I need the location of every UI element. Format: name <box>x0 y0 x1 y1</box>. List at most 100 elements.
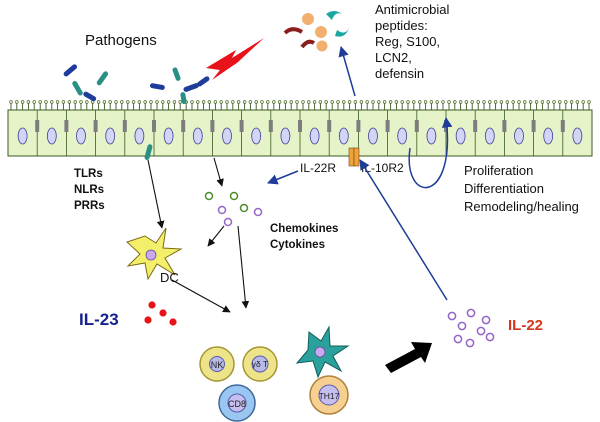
microvillus-tip <box>178 100 182 104</box>
microvillus-tip <box>394 100 399 104</box>
microvillus-tip <box>277 100 282 104</box>
cell-nucleus <box>17 127 28 145</box>
microvillus-tip <box>552 100 556 104</box>
microvillus-tip <box>412 100 416 104</box>
microvillus-tip <box>196 100 200 104</box>
microvillus-tip <box>15 100 19 104</box>
microvillus-tip <box>102 100 107 104</box>
microvillus-tip <box>137 100 142 104</box>
tight-junction <box>473 120 478 132</box>
cell-nucleus <box>105 127 116 145</box>
cell-nucleus <box>76 127 86 145</box>
microvillus-tip <box>406 100 410 104</box>
microvillus-tip <box>447 100 451 104</box>
microvillus-tip <box>67 100 72 104</box>
microvillus-tip <box>248 100 253 104</box>
cell-nucleus <box>251 127 262 145</box>
microvillus-tip <box>242 100 247 104</box>
svg-text:Reg, S100,: Reg, S100, <box>375 34 440 49</box>
production-arrow <box>385 342 432 373</box>
th17-cell: TH17 <box>309 375 349 415</box>
microvillus-tip <box>423 100 428 104</box>
microvillus-tip <box>20 100 25 104</box>
svg-text:NLRs: NLRs <box>74 184 104 196</box>
microvillus-tip <box>32 100 36 104</box>
microvillus-tip <box>453 100 457 104</box>
microvillus-tip <box>190 100 194 104</box>
cell-nucleus <box>280 127 291 145</box>
svg-text:peptides:: peptides: <box>375 18 428 33</box>
epithelial-layer <box>7 100 593 157</box>
antimicrobial-peptides-label: Antimicrobial peptides: Reg, S100, LCN2,… <box>375 2 450 81</box>
microvillus-tip <box>318 100 323 104</box>
microvillus-tip <box>55 100 60 104</box>
microvillus-tip <box>38 100 42 104</box>
il23-label: IL-23 <box>79 310 119 329</box>
microvillus-tip <box>558 100 562 104</box>
lightning-icon <box>206 38 264 80</box>
tight-junction <box>239 120 244 132</box>
svg-text:LCN2,: LCN2, <box>375 50 412 65</box>
microvillus-tip <box>342 100 346 104</box>
cell-nucleus <box>426 127 437 145</box>
microvillus-tip <box>44 100 48 104</box>
tight-junction <box>93 120 98 132</box>
tight-junction <box>152 120 156 132</box>
microvillus-tip <box>312 100 317 104</box>
tight-junction <box>35 120 40 132</box>
microvillus-tip <box>359 100 364 104</box>
bacterium-icon <box>63 64 210 160</box>
microvillus-tip <box>493 100 498 104</box>
cell-nucleus <box>572 127 583 145</box>
pattern-recognition-receptors-label: TLRs NLRs PRRs <box>74 168 105 212</box>
microvillus-tip <box>534 100 539 104</box>
microvillus-tip <box>155 100 159 104</box>
tight-junction <box>268 120 273 132</box>
il22-signaling-arrows <box>267 45 453 301</box>
microvillus-tip <box>79 100 83 104</box>
tight-junction <box>64 120 69 132</box>
microvillus-tip <box>575 100 580 104</box>
microvillus-tip <box>283 100 288 104</box>
microvillus-tip <box>476 100 480 104</box>
microvillus-tip <box>511 100 515 104</box>
svg-text:Chemokines: Chemokines <box>270 223 338 235</box>
microvillus-tip <box>166 100 171 104</box>
tight-junction <box>181 120 186 132</box>
il22-label: IL-22 <box>508 317 543 334</box>
microvillus-tip <box>143 100 147 104</box>
microvillus-tip <box>482 100 486 104</box>
tight-junction <box>531 120 536 132</box>
microvillus-tip <box>347 100 352 104</box>
il23-dots <box>144 301 177 326</box>
microvillus-tip <box>272 100 276 104</box>
microvillus-tip <box>266 100 270 104</box>
microvillus-tip <box>353 100 358 104</box>
il22r-label: IL-22R <box>300 161 336 175</box>
il22-receptor-icon <box>348 147 360 167</box>
teal-dendritic-cell-icon <box>295 325 350 379</box>
epithelial-effects-label: Proliferation Differentiation Remodeling… <box>464 163 579 214</box>
antimicrobial-peptide-icons <box>283 11 349 52</box>
tight-junction <box>122 120 127 132</box>
svg-text:PRRs: PRRs <box>74 200 105 212</box>
cell-nucleus <box>455 127 466 145</box>
microvillus-tip <box>50 100 54 104</box>
microvillus-tip <box>260 100 264 104</box>
svg-text:NK: NK <box>211 360 224 370</box>
microvillus-tip <box>219 100 223 104</box>
microvillus-tip <box>540 100 545 104</box>
pathogens-cluster: Pathogens <box>63 32 210 160</box>
tight-junction <box>560 120 565 132</box>
microvillus-tip <box>365 100 369 104</box>
microvillus-tip <box>96 100 101 104</box>
microvillus-tip <box>429 100 434 104</box>
microvillus-tip <box>418 100 422 104</box>
svg-text:γδ T: γδ T <box>252 359 269 369</box>
cell-nucleus <box>46 127 57 145</box>
microvillus-tip <box>330 100 334 104</box>
cell-nucleus <box>484 127 495 145</box>
microvillus-tip <box>301 100 305 104</box>
microvillus-tip <box>236 100 241 104</box>
